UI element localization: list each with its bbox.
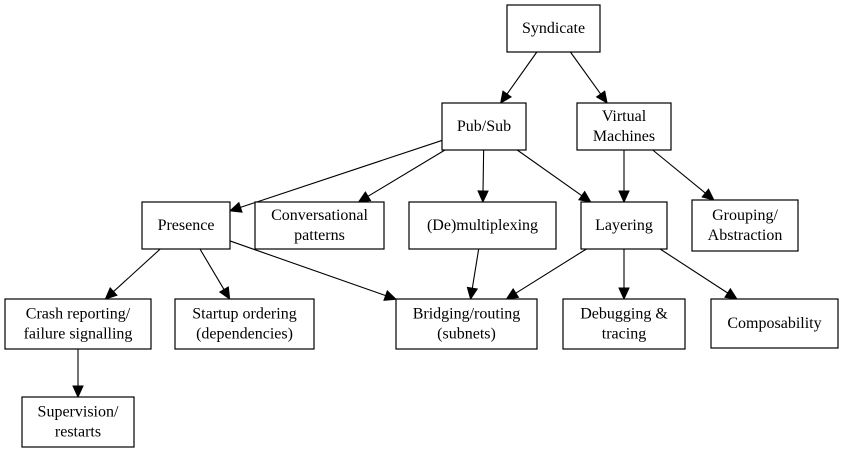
node-label: Bridging/routing [413,306,521,323]
edge-vm-to-layering [618,150,630,204]
node-box [408,201,557,250]
arrowhead [505,288,520,300]
arrowhead [724,287,738,300]
edge-line [515,248,587,294]
node-label: Debugging & [580,306,668,323]
node-label: failure signalling [24,326,133,343]
node-label: Abstraction [708,227,783,244]
edge-pubsub-to-layering [516,149,592,203]
node-grouping: Grouping/Abstraction [691,199,799,252]
arrowhead [618,190,630,204]
node-label: Pub/Sub [457,118,511,135]
node-startup: Startup ordering (dependencies) [174,298,315,350]
node-layering: Layering [580,201,668,250]
node-label: patterns [294,227,345,244]
node-label: restarts [55,424,101,441]
node-label: Syndicate [522,20,585,37]
edge-line [471,248,480,289]
node-bridging: Bridging/routing (subnets) [395,298,538,350]
node-label: Layering [595,217,653,234]
node-box [441,102,527,151]
arrowhead [72,385,84,399]
edge-pubsub-to-demux [477,149,489,204]
arrowhead [618,287,630,301]
node-label: Machines [593,128,655,145]
edges-layer [72,51,738,399]
edge-line [506,51,538,95]
edge-line [569,51,602,95]
edge-layering-to-bridging [505,248,587,300]
edge-line [113,248,161,292]
node-label: Conversational [271,207,368,224]
node-conv: Conversational patterns [254,201,385,250]
edge-syndicate-to-vm [569,51,608,104]
edge-presence-to-startup [199,248,231,301]
node-supervision: Supervision/restarts [21,396,135,448]
edge-line [652,149,706,194]
edge-syndicate-to-pubsub [499,51,538,104]
node-label: Supervision/ [38,404,119,421]
edge-pubsub-to-presence [228,139,443,213]
node-label: Presence [158,217,215,234]
node-box [4,298,152,350]
node-label: (subnets) [437,326,496,343]
arrowhead [466,286,479,301]
arrowhead [104,286,118,300]
node-label: (dependencies) [196,326,293,343]
edge-crash-to-supervision [72,349,84,399]
edge-layering-to-compos [659,248,738,300]
node-pubsub: Pub/Sub [441,102,527,151]
node-box [576,102,672,151]
arrowhead [578,190,592,203]
node-presence: Presence [141,201,231,250]
edge-line [482,149,485,192]
node-label: (De)multiplexing [427,217,538,234]
node-demux: (De)multiplexing [408,201,557,250]
node-box [141,201,231,250]
nodes-layer: SyndicatePub/SubVirtualMachinesPresenceC… [4,4,839,448]
node-compos: Composability [710,298,839,349]
node-box [562,298,686,350]
node-box [691,199,799,252]
arrowhead [701,188,715,201]
edge-line [516,149,583,197]
node-label: Composability [727,315,821,332]
node-box [254,201,385,250]
edge-presence-to-bridging [229,240,398,301]
edge-demux-to-bridging [466,248,480,301]
edge-layering-to-debug [618,249,630,301]
node-box [395,298,538,350]
node-box [710,298,839,349]
node-box [580,201,668,250]
edge-pubsub-to-conv [357,149,446,203]
node-box [506,4,601,53]
node-label: Virtual [602,108,647,125]
node-label: tracing [602,326,646,343]
node-syndicate: Syndicate [506,4,601,53]
edge-line [659,248,728,294]
node-label: Grouping/ [712,207,778,224]
arrowhead [477,190,489,204]
edge-line [229,240,386,297]
node-crash: Crash reporting/failure signalling [4,298,152,350]
node-debug: Debugging & tracing [562,298,686,350]
node-label: Startup ordering [192,306,296,323]
arrowhead [595,90,608,104]
arrowhead [218,286,231,301]
node-box [174,298,315,350]
arrowhead [228,201,243,213]
node-label: Crash reporting/ [26,306,131,323]
edge-line [240,139,443,208]
edge-presence-to-crash [104,248,161,300]
arrowhead [499,90,513,104]
node-box [21,396,135,448]
arrowhead [383,289,398,301]
edge-line [367,149,446,197]
edge-vm-to-grouping [652,149,715,201]
edge-line [199,248,225,290]
arrowhead [357,191,372,203]
